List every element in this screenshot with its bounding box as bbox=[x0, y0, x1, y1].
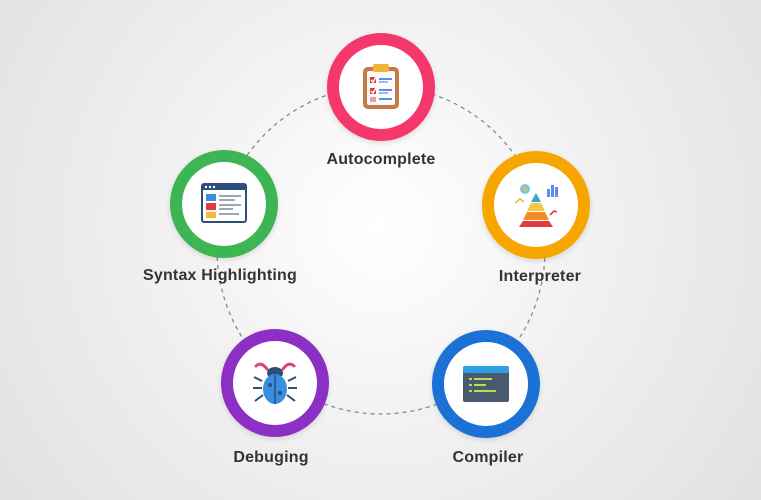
compiler-label: Compiler bbox=[452, 449, 524, 466]
compiler-node bbox=[432, 330, 540, 438]
terminal-window-icon bbox=[463, 366, 509, 402]
syntax-highlighting-label: Syntax Highlighting bbox=[142, 267, 298, 284]
autocomplete-label: Autocomplete bbox=[326, 151, 436, 168]
syntax-highlighting-node bbox=[170, 150, 278, 258]
debugging-label: Debuging bbox=[233, 449, 309, 466]
clipboard-checklist-icon bbox=[363, 64, 399, 109]
interpreter-node bbox=[482, 151, 590, 259]
bug-icon bbox=[253, 362, 297, 404]
interpreter-label: Interpreter bbox=[498, 268, 582, 285]
autocomplete-node bbox=[327, 33, 435, 141]
debugging-node bbox=[221, 329, 329, 437]
code-editor-window-icon bbox=[201, 183, 247, 223]
pyramid-chart-icon bbox=[514, 184, 558, 227]
